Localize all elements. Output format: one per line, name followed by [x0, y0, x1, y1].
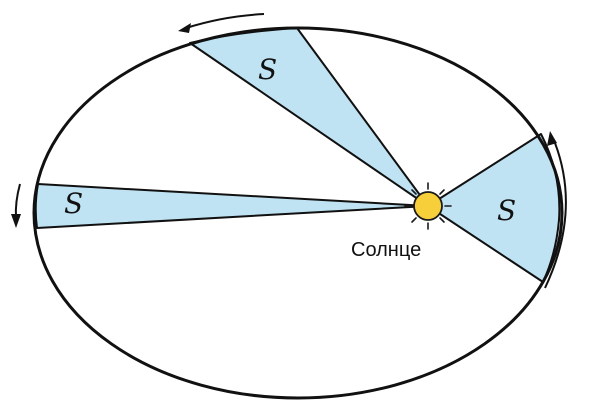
sector-top-label: S [258, 53, 277, 86]
sector-top [189, 27, 429, 207]
sun-icon [413, 191, 443, 221]
sectors [34, 27, 561, 283]
arrowhead-icon [547, 131, 557, 146]
direction-arrow-left [11, 183, 21, 228]
direction-arrow-top [178, 13, 265, 33]
sun-label: Солнце [351, 239, 421, 261]
sector-left [34, 183, 429, 229]
sector-left-label: S [64, 187, 83, 220]
orbit-ellipse [32, 26, 564, 400]
sun [404, 182, 452, 230]
sector-right-label: S [497, 194, 516, 227]
sector-right [427, 133, 561, 283]
direction-arrow-right [544, 131, 567, 289]
sun-rays-icon [404, 182, 452, 230]
arrowhead-icon [178, 23, 191, 33]
arrowhead-icon [11, 214, 21, 228]
